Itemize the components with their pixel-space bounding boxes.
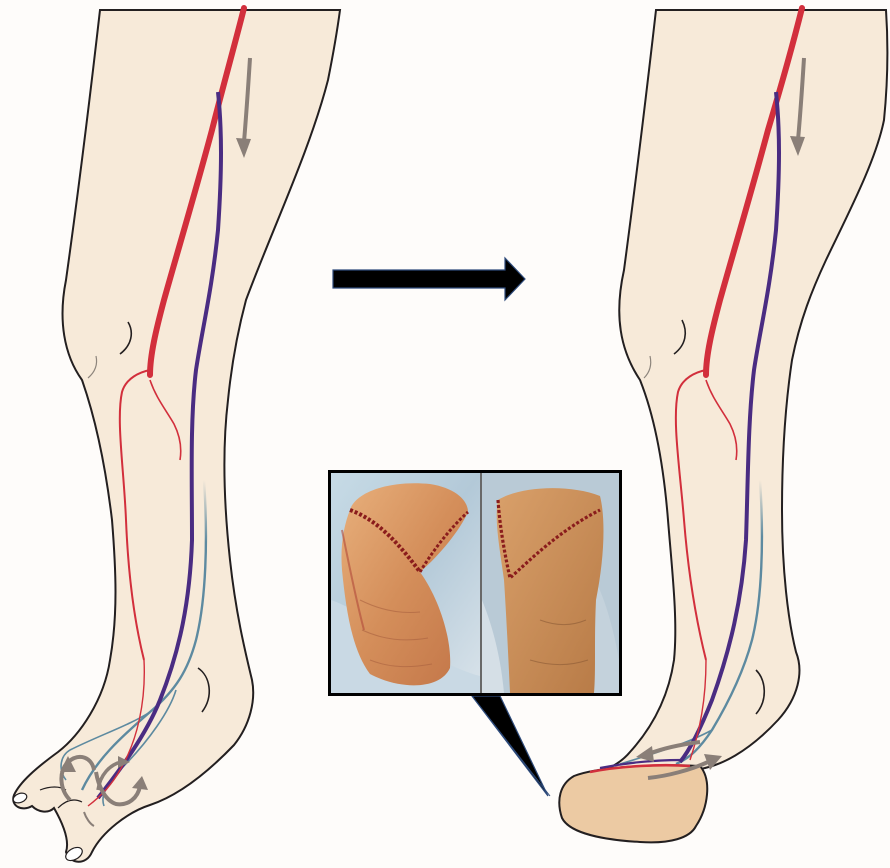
right-arrow-icon: [333, 258, 525, 300]
leg-outline: [598, 10, 887, 772]
leg-before: [12, 8, 340, 863]
photo-left-view: [331, 473, 480, 693]
foot-flap: [559, 765, 707, 842]
leg-after: [559, 8, 887, 842]
photo-inset: [328, 470, 622, 796]
leg-outline: [13, 10, 340, 862]
photo-right-view: [482, 473, 619, 693]
